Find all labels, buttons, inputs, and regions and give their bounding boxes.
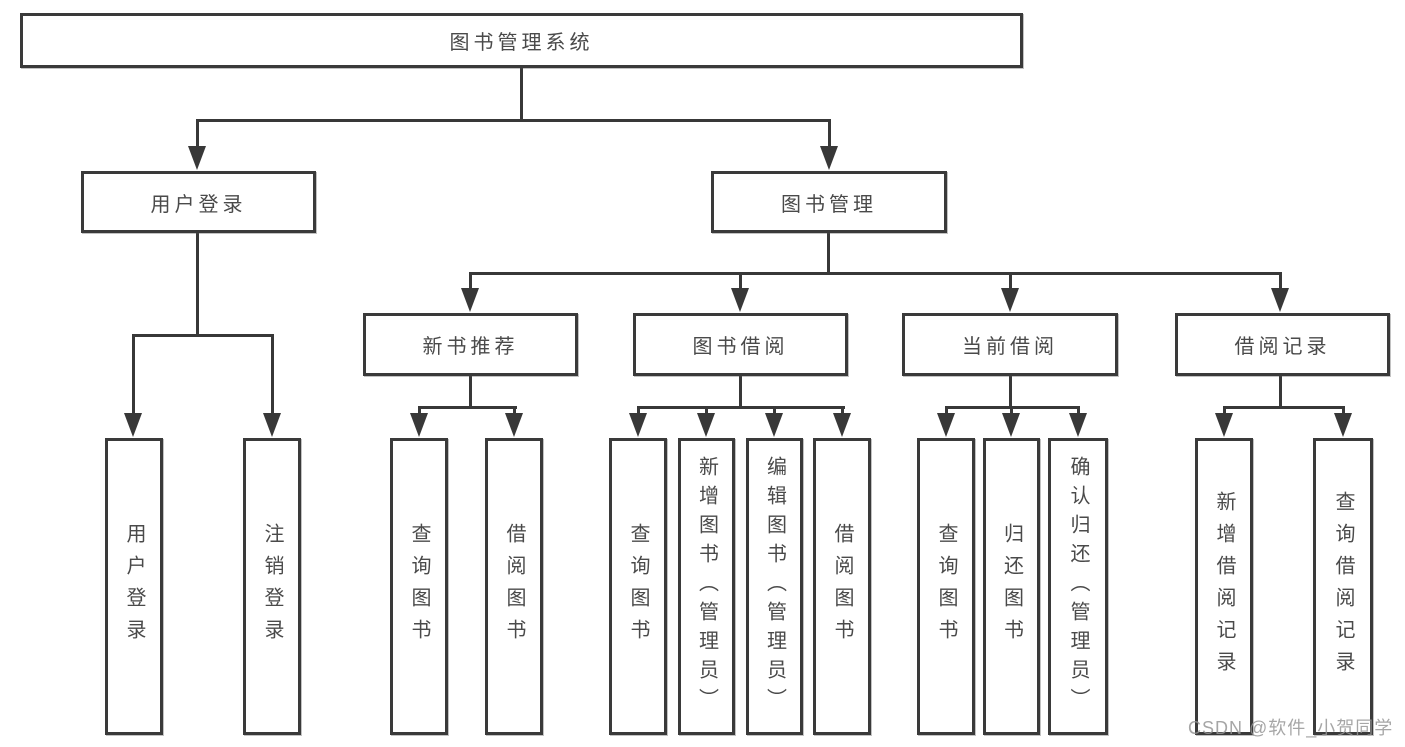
node-root: 图书管理系统 [20,13,1023,68]
node-user-login-label: 用户登录 [150,193,247,216]
arrowhead-icon [410,413,428,437]
connector-line [196,119,831,122]
leaf-logout: 注销登录 [243,438,301,735]
connector-line [1009,376,1012,409]
leaf-bb-query-books-label: 查询图书 [627,522,649,651]
leaf-bb-add-books: 新增图书（管理员） [678,438,735,735]
node-borrow-record-label: 借阅记录 [1234,336,1331,358]
node-borrow-record: 借阅记录 [1175,313,1390,376]
connector-line [739,376,742,409]
connector-line [418,406,517,409]
arrowhead-icon [629,413,647,437]
connector-line [196,233,199,337]
leaf-rec-query-books-label: 查询图书 [408,522,430,651]
arrowhead-icon [263,413,281,437]
arrowhead-icon [188,146,206,170]
connector-line [637,406,845,409]
node-current-borrow-label: 当前借阅 [962,336,1058,358]
leaf-br-add-record-label: 新增借阅记录 [1213,490,1235,683]
node-book-borrow-label: 图书借阅 [692,336,789,358]
leaf-bb-borrow-books-label: 借阅图书 [831,522,853,651]
leaf-br-query-record-label: 查询借阅记录 [1332,490,1354,683]
arrowhead-icon [124,413,142,437]
leaf-cb-return-books-label: 归还图书 [1000,522,1023,651]
leaf-rec-query-books: 查询图书 [390,438,448,735]
leaf-user-login-label: 用户登录 [123,522,145,651]
connector-line [469,376,472,409]
leaf-br-query-record: 查询借阅记录 [1313,438,1373,735]
leaf-br-add-record: 新增借阅记录 [1195,438,1253,735]
node-root-label: 图书管理系统 [449,32,594,54]
connector-line [520,68,523,122]
node-book-mgmt-label: 图书管理 [781,193,877,216]
connector-line [469,272,472,292]
connector-line [637,406,640,416]
connector-line [271,334,274,416]
connector-line [418,406,421,416]
leaf-cb-return-books: 归还图书 [983,438,1040,735]
node-book-borrow: 图书借阅 [633,313,848,376]
connector-line [828,119,831,149]
arrowhead-icon [1215,413,1233,437]
leaf-bb-edit-books-label: 编辑图书（管理员） [763,456,786,717]
node-user-login: 用户登录 [81,171,316,233]
arrowhead-icon [1002,413,1020,437]
connector-line [945,406,948,416]
leaf-bb-add-books-label: 新增图书（管理员） [695,456,718,717]
connector-line [1009,272,1012,292]
arrowhead-icon [697,413,715,437]
arrowhead-icon [820,146,838,170]
arrowhead-icon [937,413,955,437]
connector-line [513,406,516,416]
node-book-mgmt: 图书管理 [711,171,947,233]
arrowhead-icon [731,288,749,312]
connector-line [1342,406,1345,416]
leaf-bb-query-books: 查询图书 [609,438,667,735]
leaf-cb-query-books: 查询图书 [917,438,975,735]
node-new-book-rec-label: 新书推荐 [422,336,519,358]
node-new-book-rec: 新书推荐 [363,313,578,376]
arrowhead-icon [1334,413,1352,437]
connector-line [132,334,135,416]
connector-line [469,272,1282,275]
leaf-cb-confirm-return: 确认归还（管理员） [1048,438,1108,735]
leaf-logout-label: 注销登录 [261,522,283,651]
connector-line [705,406,708,416]
arrowhead-icon [1001,288,1019,312]
node-current-borrow: 当前借阅 [902,313,1118,376]
connector-line [196,119,199,149]
connector-line [739,272,742,292]
leaf-bb-borrow-books: 借阅图书 [813,438,871,735]
arrowhead-icon [833,413,851,437]
arrowhead-icon [461,288,479,312]
connector-line [1077,406,1080,416]
leaf-rec-borrow-books: 借阅图书 [485,438,543,735]
leaf-bb-edit-books: 编辑图书（管理员） [746,438,803,735]
connector-line [773,406,776,416]
arrowhead-icon [765,413,783,437]
connector-line [1279,272,1282,292]
connector-line [1223,406,1345,409]
arrowhead-icon [505,413,523,437]
leaf-cb-query-books-label: 查询图书 [935,522,957,651]
arrowhead-icon [1271,288,1289,312]
leaf-rec-borrow-books-label: 借阅图书 [503,522,525,651]
csdn-watermark: CSDN @软件_小贺同学 [1188,718,1394,738]
leaf-user-login: 用户登录 [105,438,163,735]
connector-line [132,334,274,337]
connector-line [1223,406,1226,416]
connector-line [841,406,844,416]
arrowhead-icon [1069,413,1087,437]
leaf-cb-confirm-return-label: 确认归还（管理员） [1067,456,1089,717]
connector-line [1010,406,1013,416]
connector-line [1279,376,1282,409]
connector-line [827,233,830,275]
